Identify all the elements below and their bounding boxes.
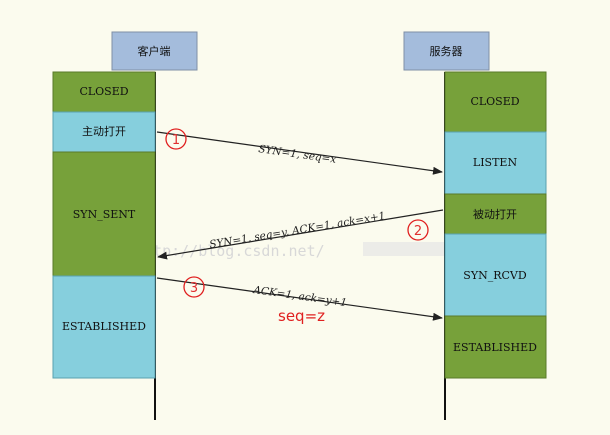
client-state-syn-sent-label: SYN_SENT — [73, 208, 136, 221]
message-3-label: ACK=1, ack=y+1 — [252, 284, 348, 309]
client-state-established — [52, 275, 156, 379]
client-title: 客户端 — [138, 44, 171, 58]
seq-annotation: seq=z — [278, 307, 325, 325]
watermark: http://blog.csdn.net/ — [135, 242, 325, 260]
step-1-marker — [165, 128, 187, 150]
client-state-active-open-label: 主动打开 — [82, 124, 126, 138]
server-state-established — [444, 315, 547, 379]
server-state-syn-rcvd-label: SYN_RCVD — [463, 269, 527, 282]
message-1-label: SYN=1, seq=x — [258, 143, 337, 166]
server-state-closed — [444, 71, 547, 133]
client-header — [111, 31, 198, 71]
client-state-syn-sent — [52, 151, 156, 277]
server-state-passive-open-label: 被动打开 — [473, 207, 517, 221]
step-3-number: 3 — [190, 281, 198, 296]
step-2-number: 2 — [414, 224, 422, 239]
server-state-listen-label: LISTEN — [473, 156, 518, 169]
server-state-listen — [444, 131, 547, 195]
server-header — [403, 31, 490, 71]
client-state-established-label: ESTABLISHED — [62, 320, 146, 333]
message-3-arrow — [156, 277, 443, 321]
step-3-marker — [183, 276, 205, 298]
message-2-arrow — [157, 209, 444, 260]
step-2-marker — [407, 219, 429, 241]
client-state-active-open — [52, 111, 156, 153]
watermark-blur — [363, 242, 458, 256]
message-1-arrow — [156, 131, 443, 175]
server-state-passive-open — [444, 193, 547, 235]
server-title: 服务器 — [430, 45, 463, 58]
step-1-number: 1 — [172, 133, 180, 148]
client-state-closed-label: CLOSED — [79, 85, 128, 98]
server-state-closed-label: CLOSED — [470, 95, 519, 108]
server-state-established-label: ESTABLISHED — [453, 341, 537, 354]
